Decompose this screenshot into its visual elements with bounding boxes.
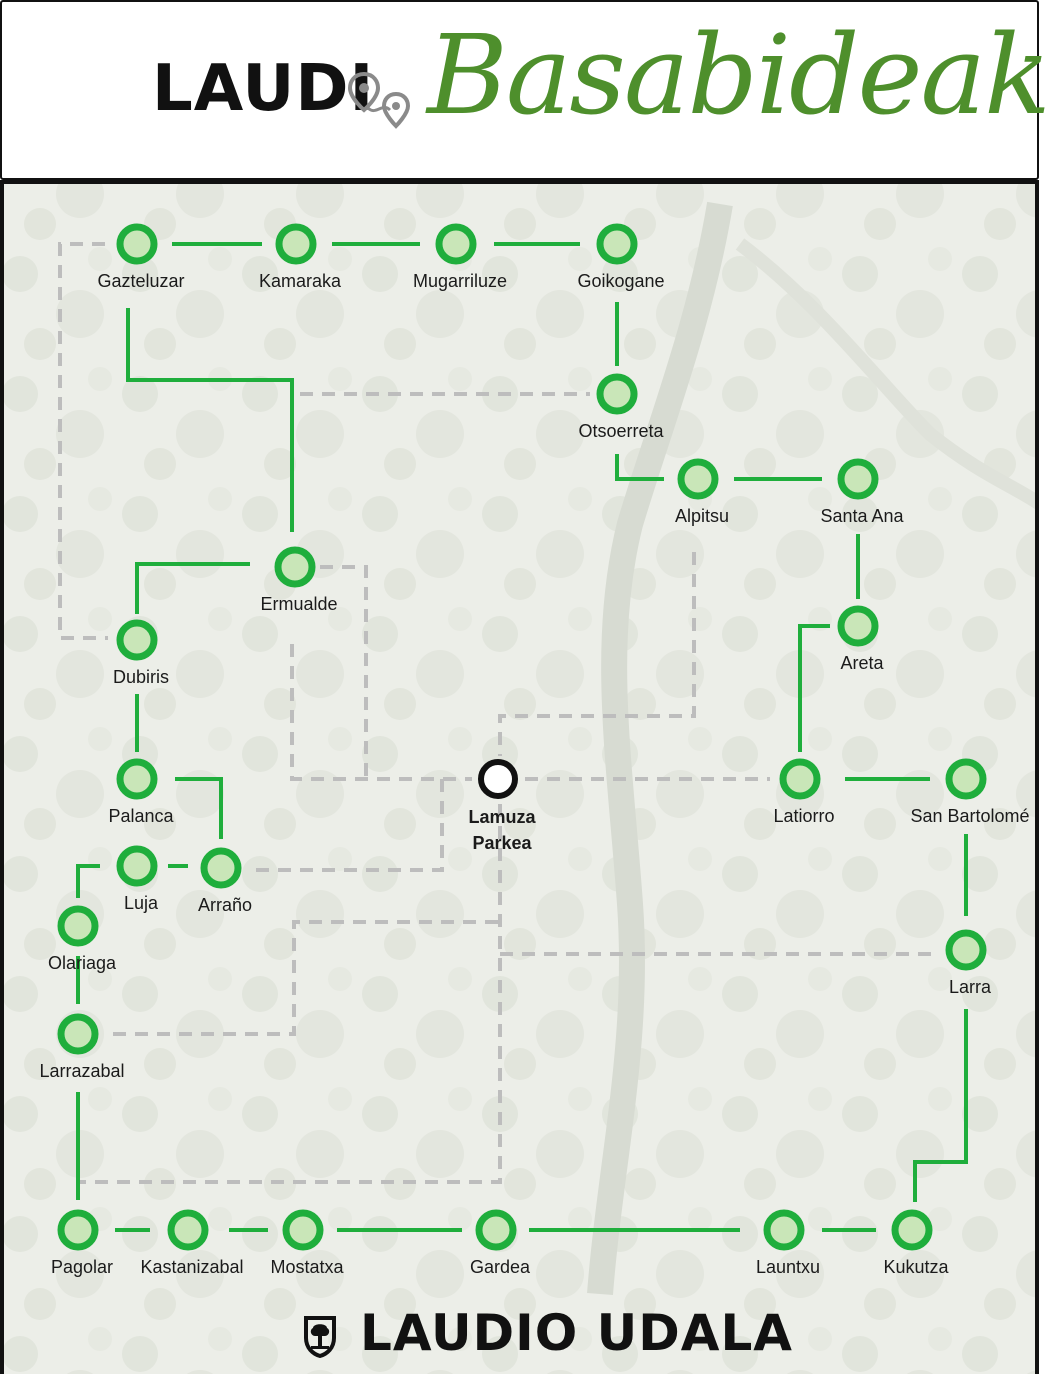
station-node-latiorro[interactable] xyxy=(779,758,821,800)
connector-path-9 xyxy=(112,920,498,1036)
map-canvas xyxy=(4,184,1035,1374)
connector-path-4 xyxy=(290,644,472,781)
station-label-kastanizabal: Kastanizabal xyxy=(140,1257,244,1277)
station-label-mugarriluze: Mugarriluze xyxy=(412,271,508,291)
station-label-olariaga: Olariaga xyxy=(47,953,117,973)
hub-node-lamuza-parkea[interactable] xyxy=(478,759,518,799)
footer: LAUDIO UDALA xyxy=(0,1300,1047,1374)
station-label-mostatxa: Mostatxa xyxy=(270,1257,344,1277)
station-node-arrano[interactable] xyxy=(200,847,242,889)
station-label-arrano: Arraño xyxy=(197,895,253,915)
station-label-areta: Areta xyxy=(840,653,884,673)
brand-basabideak-text: Basabideak xyxy=(427,11,1047,139)
connector-path-7 xyxy=(252,779,444,872)
station-label-alpitsu: Alpitsu xyxy=(674,506,730,526)
station-label-larra: Larra xyxy=(948,977,992,997)
valley-road xyxy=(735,238,1035,510)
station-label-dubiris: Dubiris xyxy=(112,667,170,687)
station-node-larrazabal[interactable] xyxy=(57,1013,99,1055)
station-node-mugarriluze[interactable] xyxy=(435,223,477,265)
footer-title: LAUDIO UDALA xyxy=(360,1304,793,1362)
station-label-san-bartolome: San Bartolomé xyxy=(910,806,1030,826)
station-label-launtxu: Launtxu xyxy=(755,1257,821,1277)
station-node-gardea[interactable] xyxy=(475,1209,517,1251)
station-node-alpitsu[interactable] xyxy=(677,458,719,500)
brand-laudi-text: LAUDI xyxy=(152,52,375,126)
route-pins-icon xyxy=(347,71,411,129)
route-segment-11 xyxy=(913,1009,968,1202)
route-segment-19 xyxy=(76,864,100,898)
station-node-areta[interactable] xyxy=(837,605,879,647)
station-node-palanca[interactable] xyxy=(116,758,158,800)
station-node-larra[interactable] xyxy=(945,929,987,971)
station-node-pagolar[interactable] xyxy=(57,1209,99,1251)
connector-path-1 xyxy=(58,242,108,640)
station-label-goikogane: Goikogane xyxy=(577,271,665,291)
station-label-gazteluzar: Gazteluzar xyxy=(97,271,185,291)
station-label-larrazabal: Larrazabal xyxy=(39,1061,125,1081)
station-markers xyxy=(57,223,987,1251)
station-label-otsoerreta: Otsoerreta xyxy=(578,421,664,441)
station-label-pagolar: Pagolar xyxy=(50,1257,114,1277)
station-label-gardea: Gardea xyxy=(469,1257,531,1277)
station-node-dubiris[interactable] xyxy=(116,619,158,661)
station-node-ermualde[interactable] xyxy=(274,546,316,588)
hub-label-line1: Lamuza xyxy=(468,807,536,827)
station-label-kukutza: Kukutza xyxy=(883,1257,949,1277)
station-label-palanca: Palanca xyxy=(108,806,174,826)
route-segment-23 xyxy=(135,562,250,614)
connector-path-6 xyxy=(498,552,696,756)
station-label-kamaraka: Kamaraka xyxy=(258,271,342,291)
municipal-emblem-icon xyxy=(304,1316,336,1358)
station-label-santa-ana: Santa Ana xyxy=(820,506,904,526)
station-node-otsoerreta[interactable] xyxy=(596,373,638,415)
route-segment-21 xyxy=(175,777,223,839)
connector-path-3 xyxy=(320,565,368,779)
connector-path-8 xyxy=(80,804,502,1184)
station-node-launtxu[interactable] xyxy=(763,1209,805,1251)
route-segment-8 xyxy=(798,624,830,752)
station-node-kamaraka[interactable] xyxy=(275,223,317,265)
station-node-gazteluzar[interactable] xyxy=(116,223,158,265)
route-segment-5 xyxy=(615,454,664,481)
connector-paths xyxy=(58,242,938,1184)
station-node-mostatxa[interactable] xyxy=(282,1209,324,1251)
station-label-luja: Luja xyxy=(123,893,159,913)
station-node-goikogane[interactable] xyxy=(596,223,638,265)
station-label-latiorro: Latiorro xyxy=(773,806,835,826)
station-node-kukutza[interactable] xyxy=(891,1209,933,1251)
station-node-olariaga[interactable] xyxy=(57,905,99,947)
hub-label-line2: Parkea xyxy=(472,833,532,853)
header-banner: LAUDI Basabideak xyxy=(0,0,1047,180)
route-lines xyxy=(76,242,968,1232)
station-node-kastanizabal[interactable] xyxy=(167,1209,209,1251)
station-node-san-bartolome[interactable] xyxy=(945,758,987,800)
route-segment-24 xyxy=(126,308,294,532)
station-node-luja[interactable] xyxy=(116,845,158,887)
station-label-ermualde: Ermualde xyxy=(260,594,338,614)
station-node-santa-ana[interactable] xyxy=(837,458,879,500)
